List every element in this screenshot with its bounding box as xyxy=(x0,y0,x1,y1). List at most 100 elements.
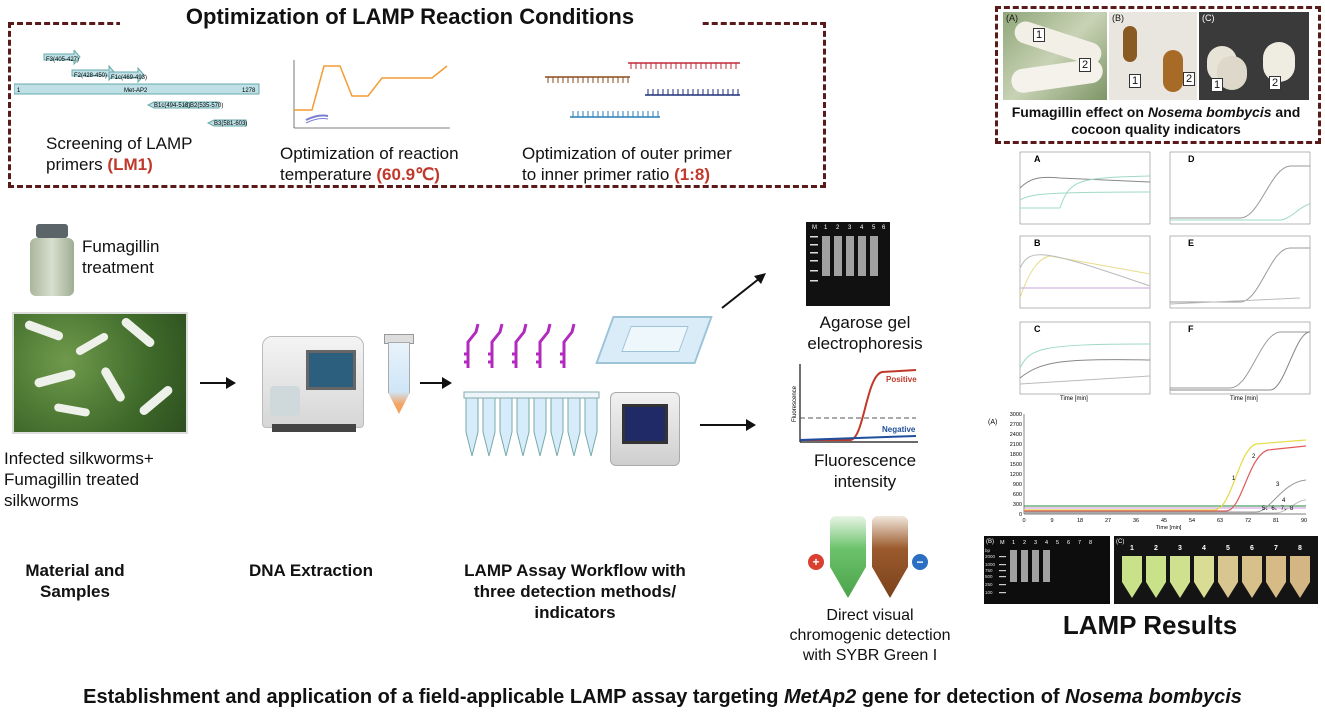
svg-text:3: 3 xyxy=(1276,482,1280,488)
panel-letter: A xyxy=(1034,154,1041,164)
svg-text:54: 54 xyxy=(1189,518,1195,524)
gene-end: 1278 xyxy=(242,88,256,94)
agarose-gel-image: M 1 2 3 4 5 6 xyxy=(806,222,890,306)
silkworm-tray-photo xyxy=(12,312,188,434)
svg-text:4: 4 xyxy=(860,225,864,231)
svg-text:8: 8 xyxy=(1298,545,1302,552)
svg-text:500: 500 xyxy=(985,574,993,579)
svg-text:5: 5 xyxy=(1226,545,1230,552)
svg-text:7: 7 xyxy=(1274,545,1278,552)
svg-text:1500: 1500 xyxy=(1010,462,1022,468)
flow-arrow-up xyxy=(721,273,766,309)
svg-text:45: 45 xyxy=(1161,518,1167,524)
fluorescence-curve: Positive Negative Fluorescence xyxy=(792,364,918,443)
big-xlabel: Time [min] xyxy=(1156,525,1182,530)
qpcr-instrument-icon xyxy=(610,392,680,466)
svg-text:M: M xyxy=(1000,540,1005,546)
svg-text:M: M xyxy=(812,225,817,231)
svg-text:1800: 1800 xyxy=(1010,452,1022,458)
svg-text:1: 1 xyxy=(824,225,828,231)
svg-text:3: 3 xyxy=(848,225,852,231)
fluorescence-caption: Fluorescence intensity xyxy=(813,451,917,491)
marker: 1 xyxy=(1129,74,1142,88)
workflow-label: LAMP Assay Workflow with three detection… xyxy=(464,561,686,622)
svg-text:0: 0 xyxy=(1022,518,1025,524)
marker: 1 xyxy=(1211,78,1224,92)
svg-text:0: 0 xyxy=(1019,512,1022,518)
marker: 2 xyxy=(1183,72,1196,86)
results-grid: A B C D E F Time [min] Time [min] xyxy=(1019,151,1311,402)
svg-text:2: 2 xyxy=(1154,545,1158,552)
svg-text:36: 36 xyxy=(1133,518,1139,524)
svg-text:4: 4 xyxy=(1202,545,1206,552)
svg-text:9: 9 xyxy=(1050,518,1053,524)
svg-text:4: 4 xyxy=(1045,540,1048,546)
dna-extractor-instrument xyxy=(262,326,372,434)
cocoon-photo: (C) 1 2 xyxy=(1199,12,1309,100)
results-amplification-plot: (A) 3000 2700 2400 2100 1800 1500 1200 9… xyxy=(988,412,1307,530)
visual-caption: Direct visual chromogenic detection with… xyxy=(789,607,951,664)
svg-text:81: 81 xyxy=(1273,518,1279,524)
svg-text:2700: 2700 xyxy=(1010,422,1022,428)
svg-text:900: 900 xyxy=(1013,482,1022,488)
primer-label: F3(405-427) xyxy=(46,57,79,63)
dna-extraction-label: DNA Extraction xyxy=(248,561,374,580)
flow-arrow xyxy=(700,419,756,431)
svg-text:1200: 1200 xyxy=(1010,472,1022,478)
sybr-tubes-graphic: + − xyxy=(808,510,928,606)
svg-text:8: 8 xyxy=(1089,540,1092,546)
ratio-caption: Optimization of outer primer to inner pr… xyxy=(522,144,732,184)
primer-label: F2(428-450) xyxy=(74,73,107,79)
silkworm-photo: (A) 1 2 xyxy=(1003,12,1107,100)
panel-letter: E xyxy=(1188,238,1194,248)
flow-arrow xyxy=(420,377,452,389)
svg-text:2000: 2000 xyxy=(985,554,996,559)
svg-text:3: 3 xyxy=(1034,540,1037,546)
negative-marker: − xyxy=(912,554,928,570)
material-label: Material and Samples xyxy=(25,561,125,601)
svg-text:2100: 2100 xyxy=(1010,442,1022,448)
fumagillin-label: Fumagillin treatment xyxy=(82,237,160,277)
panel-letter: D xyxy=(1188,154,1195,164)
footer-title: Establishment and application of a field… xyxy=(83,686,1242,708)
svg-text:3: 3 xyxy=(1178,545,1182,552)
svg-text:1: 1 xyxy=(1232,476,1236,482)
svg-text:2400: 2400 xyxy=(1010,432,1022,438)
temperature-caption: Optimization of reaction temperature (60… xyxy=(280,144,459,184)
screening-caption: Screening of LAMP primers (LM1) xyxy=(46,134,193,174)
svg-text:250: 250 xyxy=(985,582,993,587)
svg-text:4: 4 xyxy=(1282,498,1286,504)
primer-map: F3(405-427) F2(428-450) F1c(469-493) B1c… xyxy=(14,50,260,127)
positive-marker: + xyxy=(808,554,824,570)
svg-text:750: 750 xyxy=(985,568,993,573)
gene-start: 1 xyxy=(17,88,21,94)
svg-text:18: 18 xyxy=(1077,518,1083,524)
negative-label: Negative xyxy=(882,425,916,434)
primer-label: F1c(469-493) xyxy=(111,75,147,81)
svg-text:600: 600 xyxy=(1013,492,1022,498)
svg-text:1: 1 xyxy=(1012,540,1015,546)
svg-text:6: 6 xyxy=(1250,545,1254,552)
svg-text:5: 5 xyxy=(872,225,876,231)
panel-letter: F xyxy=(1188,324,1194,334)
gel-tray-icon xyxy=(595,306,713,368)
marker: 2 xyxy=(1079,58,1092,72)
primer-label: B2(535-570) xyxy=(190,103,223,109)
svg-text:6: 6 xyxy=(1067,540,1070,546)
pipette-tips-icon xyxy=(464,323,576,368)
pcr-strip-tubes-icon xyxy=(463,391,600,457)
primer-label: B3(581-603) xyxy=(214,121,247,127)
svg-text:1000: 1000 xyxy=(985,562,996,567)
big-panel-label: (A) xyxy=(988,419,997,426)
svg-text:bp: bp xyxy=(985,548,991,553)
infected-caption: Infected silkworms+ Fumagillin treated s… xyxy=(4,449,154,510)
panel-label-c: (C) xyxy=(1202,13,1215,23)
primer-ratio-graphic xyxy=(545,62,740,118)
svg-text:2: 2 xyxy=(1023,540,1026,546)
pupa-photo: (B) 1 2 xyxy=(1109,12,1197,100)
svg-text:27: 27 xyxy=(1105,518,1111,524)
results-tubes-label: (C) xyxy=(1116,539,1124,545)
panel-letter: C xyxy=(1034,324,1041,334)
svg-text:7: 7 xyxy=(1078,540,1081,546)
optimization-title: Optimization of LAMP Reaction Conditions xyxy=(120,4,700,30)
